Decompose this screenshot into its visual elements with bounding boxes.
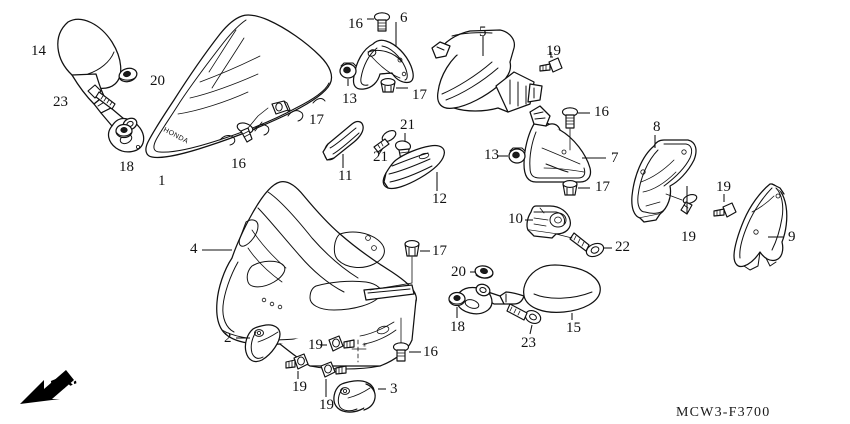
callout-10: 10	[508, 211, 523, 227]
callout-11: 11	[338, 168, 353, 184]
part-5-headlight-unit	[431, 29, 543, 113]
callout-6: 6	[400, 10, 408, 26]
part-12-trim-strip-right	[382, 144, 446, 190]
part-13-grommet-inner-stay	[508, 147, 526, 164]
part-16-screw-inner-stay	[561, 107, 579, 129]
part-19-screw-lower-b	[320, 361, 347, 378]
part-9-inner-cover-right	[733, 183, 788, 271]
part-19-screw-lower-a	[328, 335, 355, 352]
callout-5: 5	[479, 24, 487, 40]
part-17-clip-stay	[380, 78, 396, 93]
callout-13-stay: 13	[342, 91, 357, 107]
callout-18-right: 18	[450, 319, 465, 335]
callout-21-b: 21	[373, 149, 388, 165]
callout-16-stay: 16	[348, 16, 363, 32]
part-19-screw-duct-lower	[713, 202, 737, 218]
callout-19-lower-a: 19	[308, 337, 323, 353]
callout-17-cowl-right: 17	[432, 243, 447, 259]
callout-20-right: 20	[451, 264, 466, 280]
part-1-windscreen: HONDA	[145, 14, 333, 159]
part-4-upper-cowl: ✳	[216, 180, 417, 370]
callout-21-a: 21	[400, 117, 415, 133]
callout-19-duct-lower: 19	[681, 229, 696, 245]
callout-23-right: 23	[521, 335, 536, 351]
part-17-clip-inner-stay	[562, 180, 578, 196]
callout-17-windscreen: 17	[309, 112, 324, 128]
callout-17-stay: 17	[412, 87, 427, 103]
part-11-trim-strip-left	[322, 120, 364, 161]
callout-16-cowl-bottom: 16	[423, 344, 438, 360]
part-20-grommet-left	[118, 67, 138, 83]
callout-19-headlight: 19	[546, 43, 561, 59]
part-21-screw-b	[394, 140, 412, 161]
callout-3: 3	[390, 381, 398, 397]
callout-2: 2	[224, 330, 232, 346]
part-19-screw-duct-right	[680, 193, 698, 215]
part-18-nut-right	[448, 291, 466, 307]
callout-9: 9	[788, 229, 796, 245]
part-2-cap-left	[244, 324, 281, 363]
svg-text:✳: ✳	[362, 342, 367, 349]
callout-16-inner-stay: 16	[594, 104, 609, 120]
callout-19-duct-right: 19	[716, 179, 731, 195]
part-6-stay-bracket	[352, 39, 414, 90]
callout-8: 8	[653, 119, 661, 135]
part-17-clip-windscreen	[271, 100, 291, 115]
callout-18-left: 18	[119, 159, 134, 175]
diagram-code: MCW3-F3700	[676, 405, 771, 420]
callout-16-windscreen: 16	[231, 156, 246, 172]
part-13-grommet-stay	[339, 62, 357, 79]
part-17-clip-cowl-right	[404, 240, 420, 257]
part-23-bolt-right	[506, 303, 542, 325]
part-16-screw-windscreen	[236, 122, 254, 143]
callout-19-lower-b: 19	[319, 397, 334, 413]
part-23-bolt-left	[87, 84, 116, 110]
part-15-mirror-right	[455, 264, 601, 315]
part-7-inner-stay	[523, 105, 592, 183]
part-19-screw-cap-left	[285, 353, 309, 370]
callout-7: 7	[611, 150, 619, 166]
part-21-screw-a	[373, 129, 397, 153]
callout-22: 22	[615, 239, 630, 255]
part-18-nut-left	[115, 123, 133, 139]
part-19-screw-headlight	[539, 57, 563, 73]
callout-12: 12	[432, 191, 447, 207]
callout-15: 15	[566, 320, 581, 336]
part-16-screw-stay	[373, 12, 391, 32]
callout-19-cap-left: 19	[292, 379, 307, 395]
callout-1: 1	[158, 173, 166, 189]
callout-4: 4	[190, 241, 198, 257]
part-22-bolt	[569, 232, 605, 258]
part-8-duct-right	[631, 139, 697, 223]
callout-14: 14	[31, 43, 46, 59]
callout-13-inner-stay: 13	[484, 147, 499, 163]
part-3-cap-right	[333, 380, 376, 413]
part-16-screw-cowl-bottom	[392, 342, 410, 362]
part-10-bracket-center	[526, 205, 572, 239]
callout-17-inner-stay: 17	[595, 179, 610, 195]
callout-20-left: 20	[150, 73, 165, 89]
callout-23-left: 23	[53, 94, 68, 110]
fr-direction-arrow	[20, 370, 74, 404]
part-20-grommet-right	[474, 265, 494, 279]
